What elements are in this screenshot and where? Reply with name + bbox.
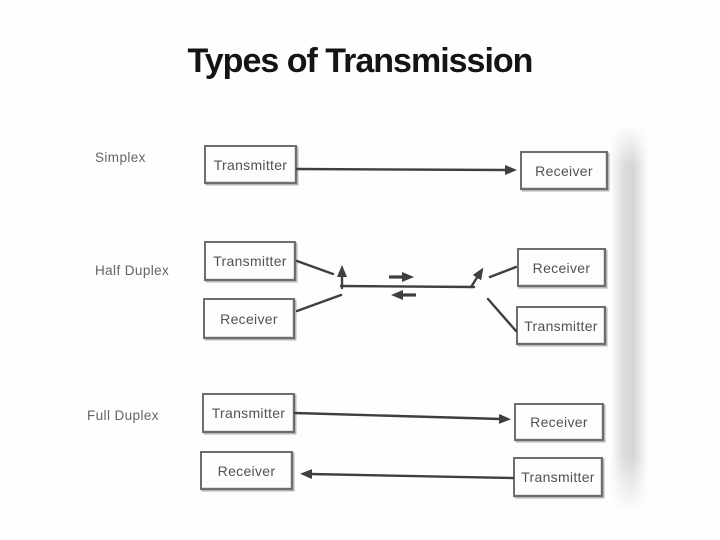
half-duplex-transmitter-left-box: Transmitter [204, 241, 296, 281]
simplex-transmitter-box: Transmitter [204, 145, 297, 184]
full-duplex-receiver-left-box: Receiver [200, 451, 293, 490]
simplex-receiver-label: Receiver [535, 162, 593, 179]
half-duplex-receiver-right-link [488, 265, 518, 279]
simplex-arrow [295, 164, 517, 175]
row-label-half-duplex: Half Duplex [95, 263, 170, 278]
full-duplex-return-arrow [300, 469, 515, 480]
half-duplex-receiver-right-label: Receiver [532, 259, 591, 276]
half-duplex-transmitter-right-label: Transmitter [524, 317, 598, 334]
simplex-transmitter-label: Transmitter [213, 156, 288, 173]
half-duplex-receiver-link [295, 293, 343, 313]
full-duplex-receiver-right-box: Receiver [514, 403, 604, 441]
row-label-full-duplex: Full Duplex [87, 408, 159, 423]
simplex-receiver-box: Receiver [520, 151, 608, 190]
full-duplex-transmitter-right-label: Transmitter [521, 469, 595, 485]
half-duplex-transmitter-left-label: Transmitter [213, 253, 287, 269]
page-title: Types of Transmission [187, 42, 534, 80]
full-duplex-receiver-left-label: Receiver [217, 462, 276, 479]
half-duplex-right-junction-arrow-icon [469, 267, 484, 289]
half-duplex-receiver-right-box: Receiver [517, 248, 606, 287]
full-duplex-receiver-right-label: Receiver [530, 414, 588, 430]
page-edge-shadow [610, 126, 647, 510]
row-label-simplex: Simplex [95, 150, 146, 165]
full-duplex-forward-arrow [293, 411, 511, 424]
half-duplex-transmitter-right-link [486, 297, 518, 333]
half-duplex-channel-line [339, 284, 476, 289]
half-duplex-receiver-left-label: Receiver [220, 310, 278, 327]
full-duplex-transmitter-right-box: Transmitter [513, 457, 603, 497]
half-duplex-transmitter-link [295, 259, 335, 276]
full-duplex-transmitter-left-label: Transmitter [211, 405, 286, 421]
half-duplex-transmitter-right-box: Transmitter [516, 306, 606, 345]
half-duplex-receiver-left-box: Receiver [203, 298, 295, 339]
